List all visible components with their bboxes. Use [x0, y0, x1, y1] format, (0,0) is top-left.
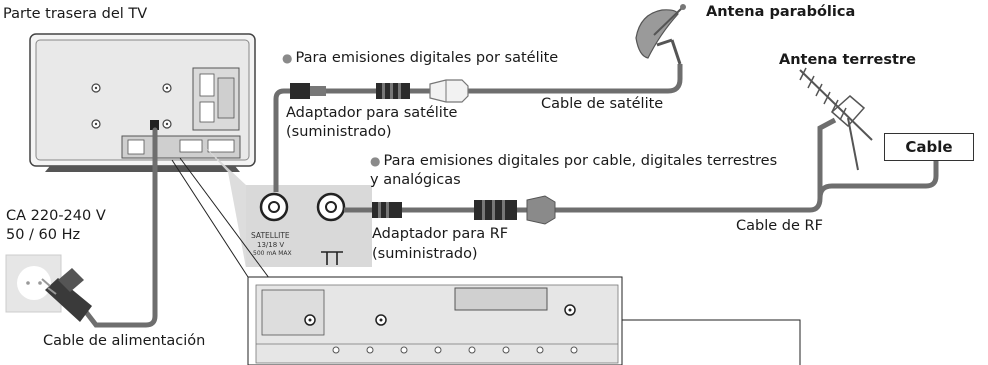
satellite-broadcast-label: ●Para emisiones digitales por satélite — [282, 50, 558, 67]
power-cable — [83, 127, 158, 328]
rf-cable — [344, 117, 939, 213]
antenna-icon — [799, 67, 873, 171]
satellite-port-label: SATELLITE — [251, 231, 290, 240]
terrestrial-antenna-label: Antena terrestre — [779, 52, 916, 68]
zoom-callout — [171, 157, 801, 365]
power-spec-line2: 50 / 60 Hz — [6, 227, 81, 243]
satellite-current-label: 500 mA MAX — [253, 250, 292, 257]
satellite-dish-icon — [635, 4, 686, 65]
f-connector-icon — [290, 79, 469, 103]
satellite-voltage-label: 13/18 V — [257, 241, 285, 249]
tv-rear-label: Parte trasera del TV — [3, 6, 148, 22]
rf-connector-icon — [372, 195, 556, 225]
satellite-dish-label: Antena parabólica — [706, 4, 856, 20]
rf-adapter-label-line2: (suministrado) — [372, 246, 478, 262]
power-plug-icon — [41, 268, 92, 322]
power-spec-line1: CA 220-240 V — [6, 208, 106, 224]
rf-broadcast-text: Para emisiones digitales por cable, digi… — [383, 153, 778, 169]
rf-broadcast-label-line2: y analógicas — [370, 172, 461, 188]
satellite-adapter-label-line1: Adaptador para satélite — [286, 105, 458, 121]
cable-box: Cable — [884, 133, 974, 161]
satellite-cable — [273, 64, 683, 192]
satellite-adapter-label-line2: (suministrado) — [286, 124, 392, 140]
tv-rear-panel — [29, 33, 256, 172]
satellite-broadcast-text: Para emisiones digitales por satélite — [295, 50, 559, 66]
power-outlet-icon — [5, 254, 62, 313]
power-cable-label: Cable de alimentación — [43, 333, 206, 349]
connector-detail-panel — [202, 144, 372, 268]
rf-broadcast-label: ●Para emisiones digitales por cable, dig… — [370, 153, 777, 170]
rf-cable-label: Cable de RF — [736, 218, 823, 234]
bullet-icon: ● — [282, 51, 293, 65]
rf-adapter-label-line1: Adaptador para RF — [372, 226, 509, 242]
bullet-icon: ● — [370, 154, 381, 168]
satellite-cable-label: Cable de satélite — [541, 96, 664, 112]
